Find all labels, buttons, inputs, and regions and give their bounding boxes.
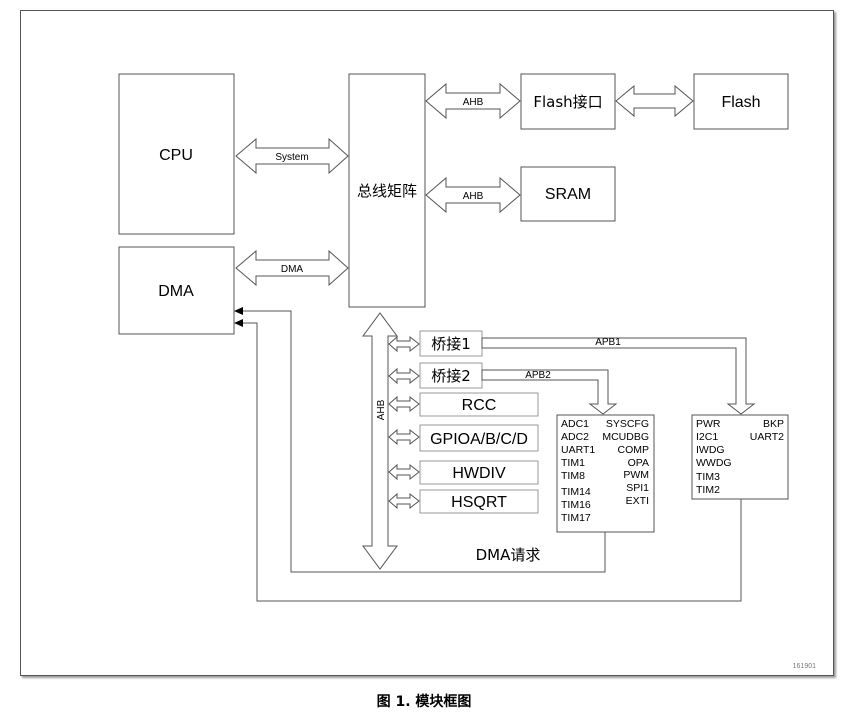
apb2-periph: TIM1 [561,457,585,469]
apb1-periph: PWR [696,418,721,430]
flash-interface-block [520,73,616,130]
gpio-label: GPIOA/B/C/D [430,431,528,448]
ahb-sram-label: AHB [463,191,484,202]
apb2-periph: TIM8 [561,470,585,482]
dma-request-line-apb2 [242,310,606,573]
apb2-periph: MCUDBG [602,431,649,443]
apb2-bus-arrow [481,369,618,415]
ahb-sram-arrow [425,176,521,214]
gpio-link-arrow [388,428,420,446]
apb1-periph: I2C1 [696,431,718,443]
sram-label: SRAM [545,186,591,203]
apb1-label: APB1 [595,337,621,348]
apb1-periph: TIM3 [696,471,720,483]
bus-matrix-block [348,73,426,308]
dma-label: DMA [158,283,194,300]
apb2-periph: TIM14 [561,486,591,498]
flash-label: Flash [721,94,760,111]
apb1-periph: IWDG [696,444,725,456]
rcc-block [419,392,539,417]
dma-request-arrowhead-2 [234,319,243,327]
bridge2-link-arrow [388,367,420,385]
rcc-label: RCC [462,397,497,414]
apb2-periph: TIM17 [561,512,591,524]
apb1-bus-arrow [481,337,756,415]
apb1-peripheral-box [691,414,789,500]
apb2-periph: TIM16 [561,499,591,511]
dma-request-label: DMA请求 [476,546,541,564]
dma-block [118,246,235,335]
hwdiv-label: HWDIV [452,465,506,482]
figure-caption: 图 1. 模块框图 [377,693,472,710]
dma-request-line-apb1 [242,322,742,602]
apb2-periph: SPI1 [626,482,649,494]
cpu-block [118,73,235,235]
flash-block [693,73,789,130]
flash-link-arrow [615,84,694,118]
ahb-flash-arrow [425,82,521,120]
apb2-peripheral-box [556,414,655,533]
hsqrt-link-arrow [388,492,420,510]
apb1-left-list: PWR I2C1 IWDG WWDG TIM3 TIM2 [696,418,732,496]
apb2-periph: COMP [618,444,650,456]
hwdiv-link-arrow [388,463,420,481]
apb2-right-list: SYSCFG MCUDBG COMP OPA PWM SPI1 EXTI [602,418,649,507]
hwdiv-block [419,460,539,485]
dma-bus-label: DMA [281,264,304,275]
gpio-block [419,424,539,452]
hsqrt-label: HSQRT [451,494,507,511]
figure-id: 161901 [793,663,816,670]
apb2-label: APB2 [525,370,551,381]
hsqrt-block [419,489,539,514]
ahb-flash-label: AHB [463,97,484,108]
apb1-periph: TIM2 [696,484,720,496]
ahb-vertical-arrow [362,312,398,570]
apb2-periph: OPA [628,457,649,469]
ahb-vertical-label: AHB [376,399,387,420]
apb2-periph: EXTI [626,495,649,507]
apb2-periph: SYSCFG [606,418,649,430]
flash-interface-label: Flash接口 [533,93,602,111]
apb2-left-list: ADC1 ADC2 UART1 TIM1 TIM8 TIM14 TIM16 TI… [561,418,595,524]
dma-request-arrowhead-1 [234,307,243,315]
bus-matrix-label: 总线矩阵 [357,182,417,200]
bridge1-link-arrow [388,335,420,353]
bridge2-label: 桥接2 [431,367,471,385]
apb1-periph: BKP [763,418,784,430]
system-bus-label: System [275,152,308,163]
apb1-periph: WWDG [696,457,732,469]
bridge1-label: 桥接1 [431,335,471,353]
cpu-label: CPU [159,147,193,164]
apb2-periph: ADC2 [561,431,589,443]
apb2-periph: PWM [623,469,649,481]
sram-block [520,166,616,222]
bridge2-block [419,362,483,389]
apb1-right-list: BKP UART2 [750,418,784,443]
apb2-periph: ADC1 [561,418,589,430]
apb2-periph: UART1 [561,444,595,456]
ahb-peripheral-arrows [388,335,420,510]
bridge1-block [419,330,483,357]
dma-bus-arrow [235,249,349,287]
apb1-periph: UART2 [750,431,784,443]
system-bus-arrow [235,137,349,175]
rcc-link-arrow [388,395,420,413]
